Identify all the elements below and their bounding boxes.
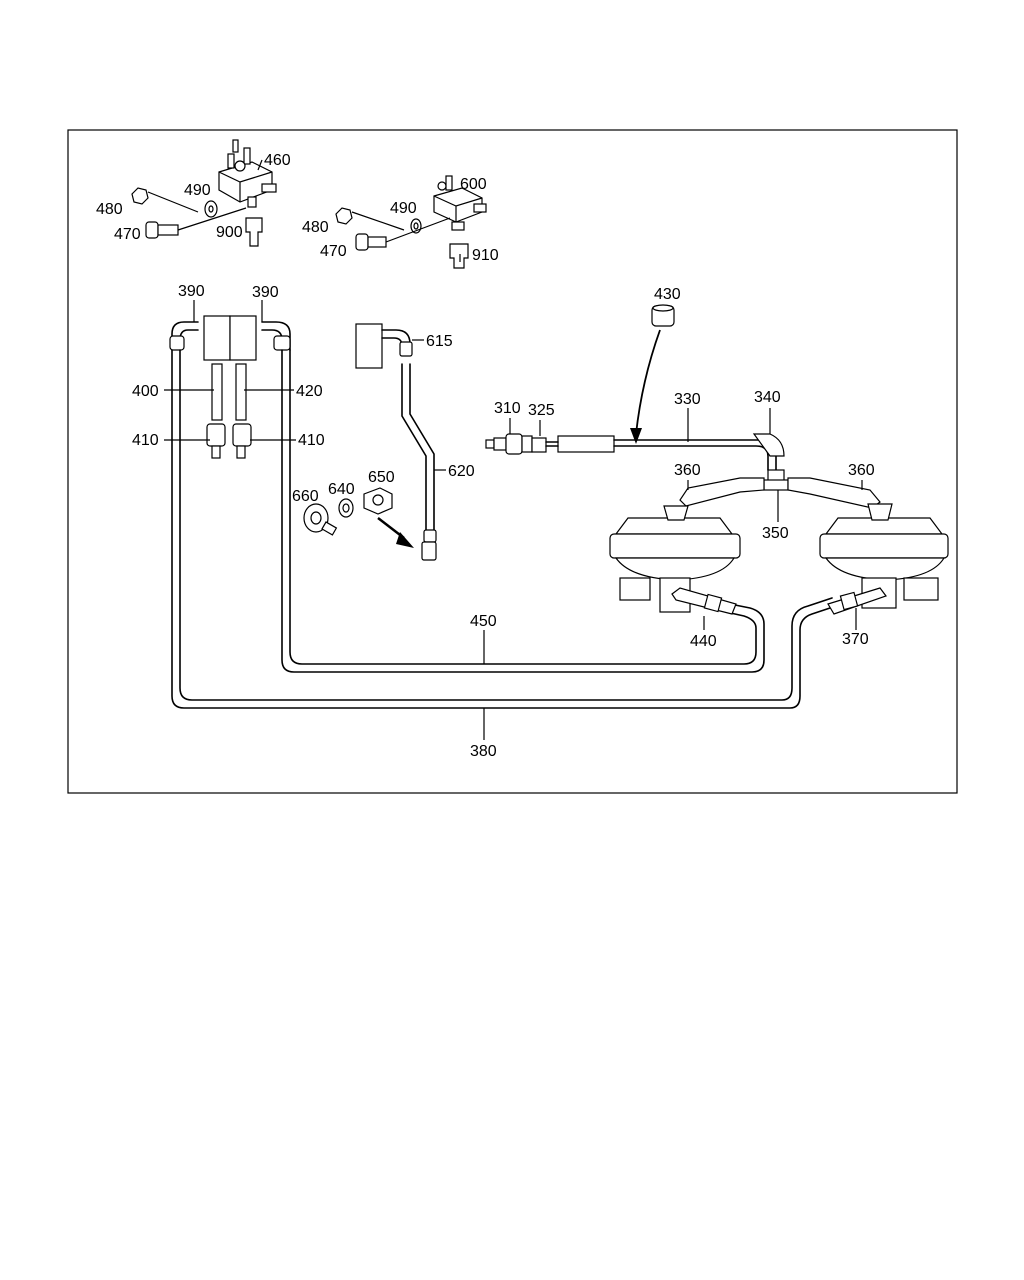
callout-330: 330	[674, 391, 701, 408]
valve-block-left	[203, 315, 257, 459]
callout-600: 600	[460, 176, 487, 193]
part-615	[355, 323, 413, 369]
callout-390-right: 390	[252, 284, 279, 301]
hose-450	[261, 321, 765, 673]
bolt-470b	[355, 233, 387, 251]
callout-910: 910	[472, 247, 499, 264]
fitting-660	[303, 503, 338, 536]
nut-480a	[131, 187, 149, 205]
arrow-head-430	[630, 428, 642, 444]
valve-460	[218, 139, 277, 208]
callout-410-left: 410	[132, 432, 159, 449]
callout-325: 325	[528, 402, 555, 419]
callout-470-right: 470	[320, 243, 347, 260]
leader-lines	[164, 159, 863, 740]
callout-480-left: 480	[96, 201, 123, 218]
nut-480b	[335, 207, 353, 225]
callout-360-left: 360	[674, 462, 701, 479]
washer-490a	[204, 200, 218, 218]
chamber-right	[819, 503, 949, 609]
callout-470-left: 470	[114, 226, 141, 243]
hose-370	[827, 587, 887, 615]
chamber-left	[609, 505, 741, 613]
callout-310: 310	[494, 400, 521, 417]
arrow-430	[635, 329, 661, 435]
hose-360-right	[787, 477, 881, 509]
callout-430: 430	[654, 286, 681, 303]
callout-400: 400	[132, 383, 159, 400]
callout-360-right: 360	[848, 462, 875, 479]
seal-325	[521, 435, 547, 453]
callout-450: 450	[470, 613, 497, 630]
line-330	[545, 435, 777, 471]
callout-370: 370	[842, 631, 869, 648]
hose-440	[671, 587, 737, 615]
callout-490-right: 490	[390, 200, 417, 217]
hose-380	[169, 321, 837, 709]
arrow-head-650	[396, 532, 414, 548]
connector-910	[449, 243, 469, 269]
callout-480-right: 480	[302, 219, 329, 236]
tee-350	[763, 469, 789, 491]
callout-410-right: 410	[298, 432, 325, 449]
hose-360-left	[679, 477, 765, 507]
callout-650: 650	[368, 469, 395, 486]
connector-900	[245, 217, 263, 247]
callout-350: 350	[762, 525, 789, 542]
sensor-310	[485, 433, 523, 455]
callout-380: 380	[470, 743, 497, 760]
diagram-frame	[67, 129, 958, 794]
washer-640	[338, 498, 354, 518]
bolt-650	[363, 487, 393, 515]
callout-615: 615	[426, 333, 453, 350]
callout-490-left: 490	[184, 182, 211, 199]
callout-620: 620	[448, 463, 475, 480]
callout-900: 900	[216, 224, 243, 241]
callout-340: 340	[754, 389, 781, 406]
callout-640: 640	[328, 481, 355, 498]
bolt-470a	[145, 221, 179, 239]
sleeve-430	[651, 304, 675, 327]
callout-420: 420	[296, 383, 323, 400]
callout-660: 660	[292, 488, 319, 505]
callout-460: 460	[264, 152, 291, 169]
valve-600	[433, 175, 487, 231]
callout-440: 440	[690, 633, 717, 650]
callout-390-left: 390	[178, 283, 205, 300]
elbow-340	[752, 433, 785, 457]
hose-620	[401, 363, 437, 561]
